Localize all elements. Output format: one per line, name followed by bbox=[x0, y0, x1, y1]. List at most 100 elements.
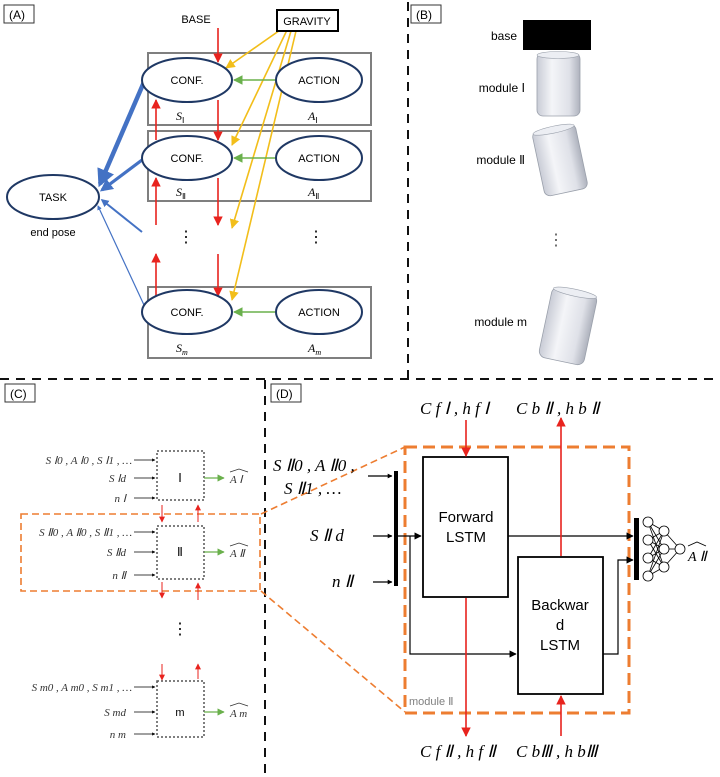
c-box-label-2: Ⅱ bbox=[177, 545, 183, 559]
c-rowm-in1: S m0 , A m0 , S m1 , … bbox=[32, 682, 133, 694]
panel-label-d: (D) bbox=[276, 387, 293, 401]
d-input-2: S Ⅱ d bbox=[310, 526, 344, 545]
zoom-line-bottom bbox=[260, 590, 406, 713]
bar-to-backward bbox=[409, 536, 517, 658]
forward-lstm-line2: LSTM bbox=[446, 529, 486, 546]
gravity-arrow-3 bbox=[229, 30, 292, 229]
conf-node-1 bbox=[141, 57, 233, 103]
conf-node-2 bbox=[141, 135, 233, 181]
neural-network-icon bbox=[642, 516, 686, 582]
c-row2-in2: S Ⅱd bbox=[107, 547, 127, 559]
state-label-1: SⅠ bbox=[176, 109, 184, 125]
task-node bbox=[6, 174, 100, 220]
module-2-caption: module Ⅱ bbox=[476, 153, 525, 167]
c-output-1: A Ⅰ bbox=[229, 474, 244, 486]
dots-b: ⋮ bbox=[548, 232, 564, 249]
panel-label-b-box bbox=[410, 4, 442, 24]
c-output-2: A Ⅱ bbox=[229, 548, 246, 560]
task-arrow-2 bbox=[99, 158, 143, 192]
d-input-3: n Ⅱ bbox=[332, 572, 355, 591]
zoom-line-top bbox=[260, 446, 406, 515]
base-caption: base bbox=[491, 29, 517, 43]
d-input-1a: S Ⅱ0 , A Ⅱ0 , bbox=[273, 456, 355, 475]
c-output-hat-1 bbox=[229, 468, 249, 473]
robot-module-1-icon bbox=[536, 51, 581, 117]
task-arrow-1 bbox=[97, 81, 147, 188]
dots-a-right: ⋮ bbox=[308, 229, 324, 246]
base-block bbox=[523, 20, 591, 50]
panel-label-a-box bbox=[3, 4, 35, 24]
module-2-frame bbox=[403, 445, 631, 715]
dots-c: ⋮ bbox=[172, 621, 188, 638]
c-row2-in3: n Ⅱ bbox=[112, 570, 127, 582]
task-sub-label: end pose bbox=[30, 227, 75, 239]
module-2-label: module Ⅱ bbox=[409, 696, 454, 708]
c-output-m: A m bbox=[229, 708, 247, 720]
gravity-box bbox=[276, 9, 339, 32]
action-node-2 bbox=[275, 135, 363, 181]
c-box-label-m: m bbox=[175, 707, 184, 719]
conf-label-1: CONF. bbox=[171, 75, 204, 87]
robot-module-m-icon bbox=[538, 286, 598, 366]
robot-module-2-icon bbox=[532, 123, 588, 197]
panel-b: base module Ⅰ module Ⅱ module m ⋮ bbox=[474, 20, 598, 366]
c-box-label-1: Ⅰ bbox=[178, 471, 182, 485]
c-rowm-in2: S md bbox=[104, 707, 126, 719]
backward-lstm-box bbox=[517, 556, 604, 695]
action-sub-label-m: Am bbox=[307, 341, 321, 357]
conf-node-m bbox=[141, 289, 233, 335]
task-arrow-3 bbox=[100, 199, 143, 233]
panel-label-a: (A) bbox=[9, 8, 25, 22]
action-sub-label-1: AⅠ bbox=[307, 109, 318, 125]
backward-lstm-line1: Backwar bbox=[531, 597, 589, 614]
backward-lstm-line2: d bbox=[556, 617, 564, 634]
forward-lstm-box bbox=[422, 456, 509, 598]
highlight-row-2 bbox=[20, 513, 261, 592]
task-arrow-m bbox=[97, 205, 145, 306]
c-row1-in3: n Ⅰ bbox=[115, 493, 128, 505]
c-row1-in2: S Ⅰd bbox=[109, 473, 126, 485]
state-label-m: Sm bbox=[176, 341, 188, 357]
panel-label-d-box bbox=[270, 383, 302, 403]
panel-label-c-box bbox=[4, 383, 36, 403]
backward-lstm-line3: LSTM bbox=[540, 637, 580, 654]
label-cb2-hb2: C b Ⅱ , h b Ⅱ bbox=[516, 399, 601, 418]
backward-to-output bbox=[603, 556, 634, 655]
d-output: A Ⅱ bbox=[687, 550, 709, 565]
state-label-2: SⅡ bbox=[176, 185, 186, 201]
c-row1-in1: S Ⅰ0 , A Ⅰ0 , S Ⅰ1 , … bbox=[46, 455, 133, 467]
output-concat-bar bbox=[634, 518, 639, 580]
gravity-arrow-1 bbox=[225, 27, 284, 69]
gravity-label: GRAVITY bbox=[283, 16, 331, 28]
block-box-m bbox=[156, 680, 205, 738]
task-label: TASK bbox=[39, 192, 68, 204]
c-row2-in1: S Ⅱ0 , A Ⅱ0 , S Ⅱ1 , … bbox=[39, 527, 132, 539]
action-node-m bbox=[275, 289, 363, 335]
action-label-1: ACTION bbox=[298, 75, 340, 87]
module-1-caption: module Ⅰ bbox=[479, 81, 525, 95]
panel-c: ⋮ S Ⅰ0 , A Ⅰ0 , S Ⅰ1 , … S Ⅰd n Ⅰ S Ⅱ0 ,… bbox=[20, 450, 261, 741]
action-label-m: ACTION bbox=[298, 307, 340, 319]
panel-label-b: (B) bbox=[416, 8, 432, 22]
d-output-hat bbox=[687, 541, 707, 547]
panel-label-c: (C) bbox=[10, 387, 27, 401]
panel-a: BASE GRAVITY TASK end pose CONF. ACTION … bbox=[6, 9, 372, 359]
module-m-caption: module m bbox=[474, 315, 527, 329]
base-label: BASE bbox=[181, 14, 210, 26]
action-sub-label-2: AⅡ bbox=[307, 185, 319, 201]
conf-label-m: CONF. bbox=[171, 307, 204, 319]
c-output-hat-2 bbox=[229, 542, 249, 547]
action-label-2: ACTION bbox=[298, 153, 340, 165]
forward-lstm-line1: Forward bbox=[438, 509, 493, 526]
label-cf1-hf1: C f Ⅰ , h f Ⅰ bbox=[420, 399, 491, 418]
c-output-hat-m bbox=[229, 702, 249, 707]
label-cf2-hf2: C f Ⅱ , h f Ⅱ bbox=[420, 742, 497, 761]
c-rowm-in3: n m bbox=[110, 729, 126, 741]
gravity-arrow-2 bbox=[231, 29, 288, 146]
label-cb3-hb3: C bⅢ , h bⅢ bbox=[516, 742, 600, 761]
d-input-1b: S Ⅱ1 , … bbox=[284, 479, 341, 498]
input-concat-bar bbox=[394, 471, 398, 586]
dots-a-left: ⋮ bbox=[178, 229, 194, 246]
